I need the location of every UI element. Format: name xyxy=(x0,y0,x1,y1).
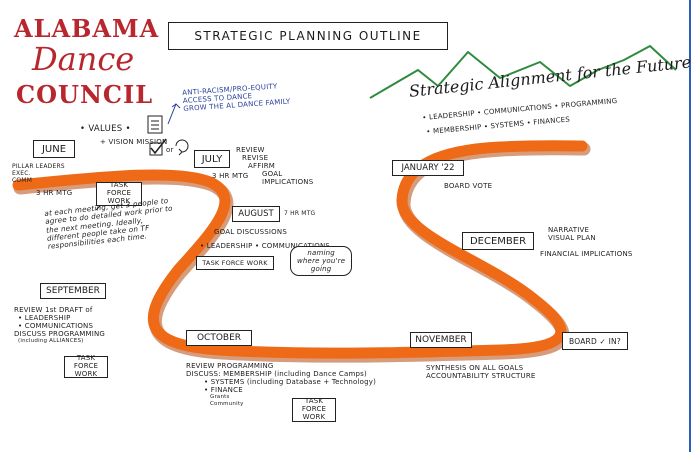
october-label: OCTOBER xyxy=(186,330,252,346)
cycle-icon xyxy=(175,139,189,156)
board-in-box: BOARD ✓ IN? xyxy=(562,332,628,350)
september-label: SEPTEMBER xyxy=(40,283,106,299)
august-leadership-communications: • LEADERSHIP • COMMUNICATIONS xyxy=(200,242,331,250)
checklist-icon xyxy=(147,115,163,134)
july-review: REVIEW REVISE AFFIRM xyxy=(236,146,276,171)
logo-line2: Dance xyxy=(32,40,135,78)
goal-discussions: GOAL DISCUSSIONS xyxy=(214,228,287,236)
july-label: JULY xyxy=(194,150,230,168)
october-taskforce: TASK FORCE WORK xyxy=(292,398,336,422)
logo-line3: COUNCIL xyxy=(16,80,154,109)
june-mtg: 3 HR MTG xyxy=(36,189,73,197)
logo-line1: ALABAMA xyxy=(14,14,160,43)
august-taskforce: TASK FORCE WORK xyxy=(196,256,274,270)
july-goal: GOAL IMPLICATIONS xyxy=(262,170,314,187)
november-label: NOVEMBER xyxy=(410,332,472,348)
december-notes: NARRATIVE VISUAL PLAN xyxy=(548,226,596,243)
september-taskforce: TASK FORCE WORK xyxy=(64,355,108,378)
naming-note: naming where you're going xyxy=(290,246,353,277)
values-arrow xyxy=(167,103,181,125)
values-label: • VALUES • xyxy=(80,124,131,134)
october-notes: REVIEW PROGRAMMING DISCUSS: MEMBERSHIP (… xyxy=(186,362,377,407)
or-label: or xyxy=(166,146,174,154)
page-title: STRATEGIC PLANNING OUTLINE xyxy=(168,22,448,50)
november-notes: SYNTHESIS ON ALL GOALS ACCOUNTABILITY ST… xyxy=(426,364,536,381)
june-label: JUNE xyxy=(33,140,75,158)
august-mtg: 7 HR MTG xyxy=(284,210,316,217)
checkbox-icon xyxy=(149,138,167,156)
june-note: PILLAR LEADERS EXEC. COMM xyxy=(12,163,65,184)
june-taskforce: TASK FORCE WORK xyxy=(96,182,142,206)
january-board-vote: BOARD VOTE xyxy=(444,182,493,190)
july-mtg: 3 HR MTG xyxy=(212,172,249,180)
december-label: DECEMBER xyxy=(462,232,534,250)
january-label: JANUARY '22 xyxy=(392,160,464,176)
vision-mission: + VISION MISSION xyxy=(100,138,168,146)
august-label: AUGUST xyxy=(232,206,280,222)
september-notes: REVIEW 1st DRAFT of • LEADERSHIP • COMMU… xyxy=(14,306,106,345)
mountains-illustration xyxy=(369,45,677,99)
december-financial: FINANCIAL IMPLICATIONS xyxy=(540,250,633,258)
